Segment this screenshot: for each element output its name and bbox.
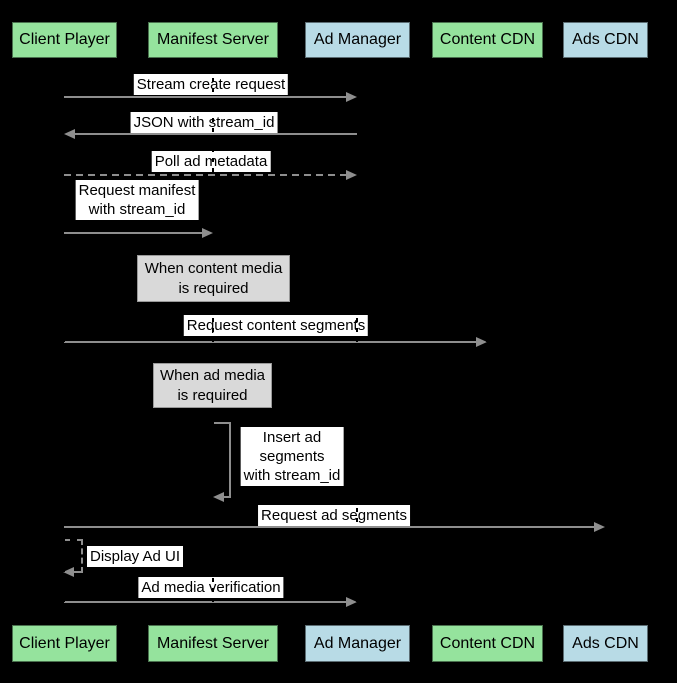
message-label-insert-ad-segments: Insert ad segments with stream_id bbox=[240, 427, 344, 486]
note-label: When ad media is required bbox=[159, 366, 266, 404]
actor-label: Ads CDN bbox=[572, 31, 639, 48]
message-arrow-stream-create-request bbox=[64, 96, 347, 98]
actor-label: Client Player bbox=[19, 31, 110, 48]
lifeline-client-player bbox=[63, 58, 65, 625]
arrowhead-right-icon bbox=[476, 337, 487, 347]
message-label-poll-ad-metadata: Poll ad metadata bbox=[151, 151, 271, 172]
arrowhead-right-icon bbox=[202, 228, 213, 238]
self-message-return-insert-ad-segments bbox=[222, 496, 231, 498]
actor-top-ad-manager: Ad Manager bbox=[305, 22, 410, 58]
lifeline-ad-manager bbox=[356, 58, 358, 625]
arrowhead-right-icon bbox=[346, 170, 357, 180]
arrowhead-left-icon bbox=[64, 129, 75, 139]
self-message-return-display-ad-ui bbox=[74, 571, 83, 573]
self-message-loop-insert-ad-segments bbox=[214, 422, 231, 498]
actor-top-client-player: Client Player bbox=[12, 22, 117, 58]
message-arrow-json-with-stream-id bbox=[75, 133, 357, 135]
message-arrow-request-manifest bbox=[64, 232, 202, 234]
actor-label: Manifest Server bbox=[156, 31, 270, 48]
arrowhead-right-icon bbox=[346, 92, 357, 102]
actor-label: Content CDN bbox=[439, 31, 536, 48]
arrowhead-left-icon bbox=[213, 492, 224, 502]
message-label-request-content-segments: Request content segments bbox=[183, 315, 369, 336]
note-when-content-media-required: When content media is required bbox=[137, 255, 290, 302]
message-arrow-poll-ad-metadata bbox=[64, 174, 346, 176]
lifeline-manifest-server bbox=[212, 58, 214, 625]
arrowhead-right-icon bbox=[594, 522, 605, 532]
actor-top-manifest-server: Manifest Server bbox=[148, 22, 278, 58]
actor-bottom-ads-cdn: Ads CDN bbox=[563, 625, 648, 662]
message-arrow-request-content-segments bbox=[64, 341, 476, 343]
message-label-display-ad-ui: Display Ad UI bbox=[87, 546, 184, 567]
self-message-loop-display-ad-ui bbox=[64, 539, 83, 573]
actor-bottom-manifest-server: Manifest Server bbox=[148, 625, 278, 662]
message-label-ad-media-verification: Ad media verification bbox=[138, 577, 284, 598]
actor-label: Content CDN bbox=[439, 634, 536, 652]
message-label-stream-create-request: Stream create request bbox=[133, 74, 289, 95]
message-label-request-manifest: Request manifest with stream_id bbox=[75, 180, 199, 220]
note-when-ad-media-required: When ad media is required bbox=[153, 363, 272, 408]
actor-bottom-client-player: Client Player bbox=[12, 625, 117, 662]
message-arrow-ad-media-verification bbox=[64, 601, 346, 603]
message-label-json-with-stream-id: JSON with stream_id bbox=[130, 112, 278, 133]
arrowhead-left-icon bbox=[63, 567, 74, 577]
actor-bottom-ad-manager: Ad Manager bbox=[305, 625, 410, 662]
actor-top-content-cdn: Content CDN bbox=[432, 22, 543, 58]
actor-label: Client Player bbox=[19, 634, 110, 652]
actor-top-ads-cdn: Ads CDN bbox=[563, 22, 648, 58]
actor-label: Ads CDN bbox=[572, 634, 639, 652]
actor-label: Ad Manager bbox=[313, 31, 402, 48]
arrowhead-right-icon bbox=[346, 597, 357, 607]
message-label-request-ad-segments: Request ad segments bbox=[258, 505, 410, 526]
actor-label: Ad Manager bbox=[313, 634, 402, 652]
actor-bottom-content-cdn: Content CDN bbox=[432, 625, 543, 662]
lifeline-content-cdn bbox=[486, 58, 488, 625]
message-arrow-request-ad-segments bbox=[64, 526, 594, 528]
actor-label: Manifest Server bbox=[156, 634, 270, 652]
note-label: When content media is required bbox=[144, 259, 283, 297]
lifeline-ads-cdn bbox=[604, 58, 606, 625]
